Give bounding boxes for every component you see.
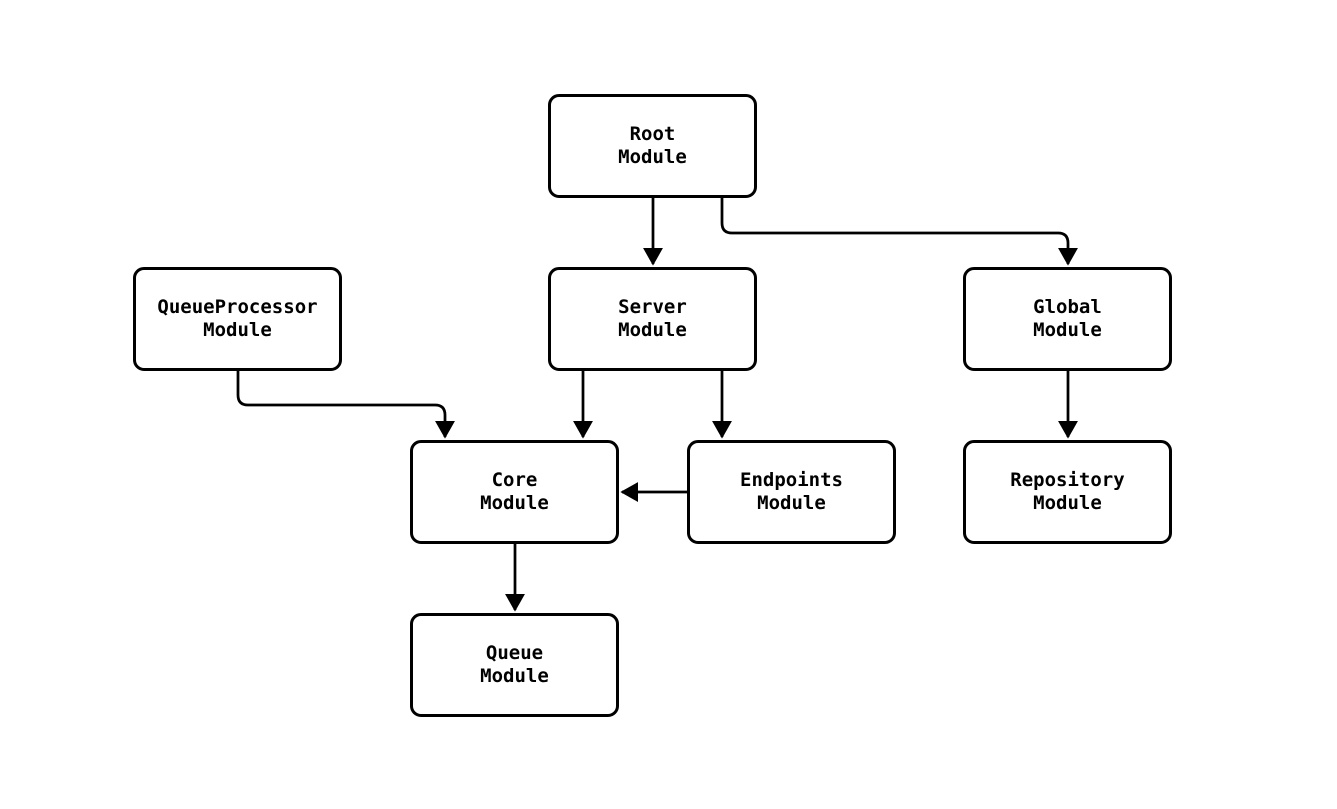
node-repository-label: Repository Module xyxy=(1010,468,1125,514)
node-queue-label: Queue Module xyxy=(480,641,549,687)
node-core-label: Core Module xyxy=(480,468,549,514)
edge-root-to-global xyxy=(720,198,1078,266)
node-queueprocessor-label: QueueProcessor Module xyxy=(157,295,318,341)
node-queue-module: Queue Module xyxy=(410,613,619,717)
node-server-module: Server Module xyxy=(548,267,757,371)
node-global-label: Global Module xyxy=(1033,295,1102,341)
node-server-label: Server Module xyxy=(618,295,687,341)
node-queueprocessor-module: QueueProcessor Module xyxy=(133,267,342,371)
edge-queueprocessor-to-core xyxy=(236,371,455,439)
node-root-module: Root Module xyxy=(548,94,757,198)
node-repository-module: Repository Module xyxy=(963,440,1172,544)
node-global-module: Global Module xyxy=(963,267,1172,371)
node-root-label: Root Module xyxy=(618,122,687,168)
node-core-module: Core Module xyxy=(410,440,619,544)
node-endpoints-module: Endpoints Module xyxy=(687,440,896,544)
node-endpoints-label: Endpoints Module xyxy=(740,468,843,514)
